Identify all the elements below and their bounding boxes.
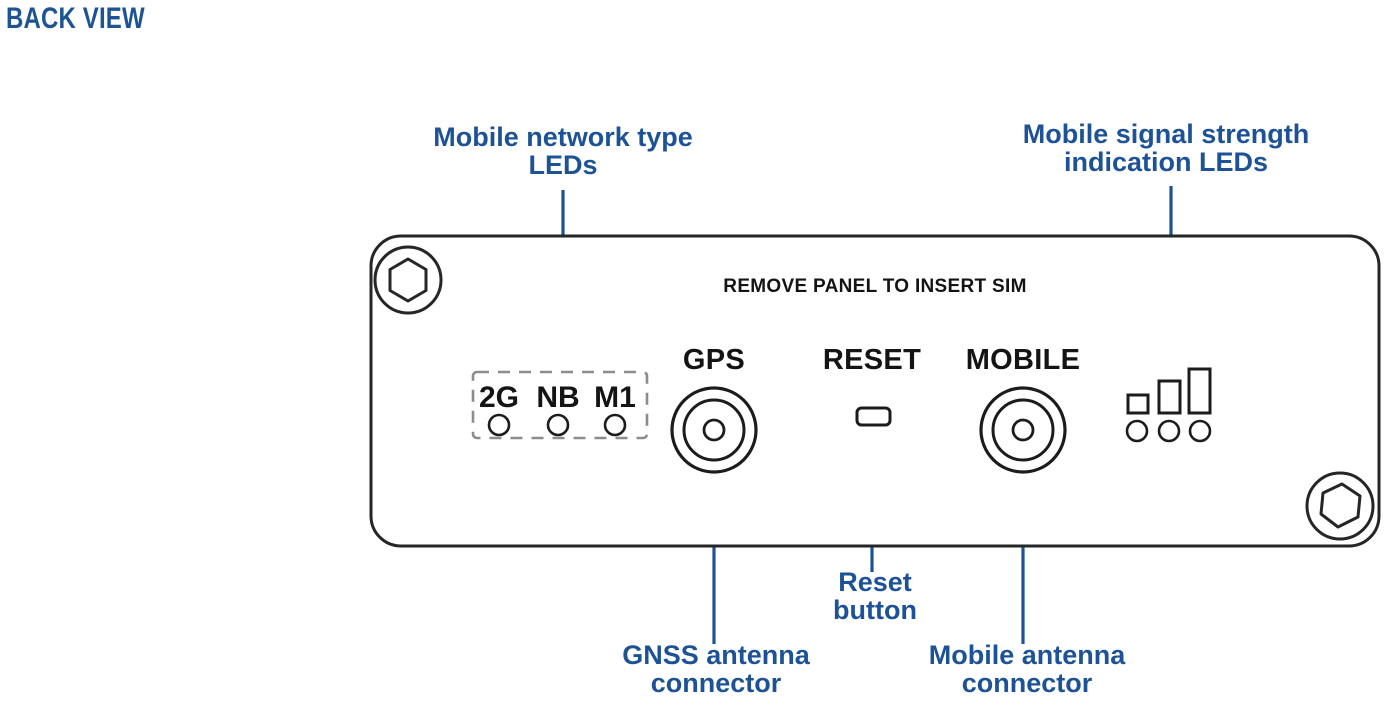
signal-led-3	[1188, 419, 1212, 443]
callout-reset-button: Reset button	[833, 567, 917, 625]
port-label-reset: RESET	[822, 344, 922, 376]
page-title: BACK VIEW	[6, 2, 145, 35]
callout-mobile-antenna-connector: Mobile antenna connector	[928, 640, 1126, 698]
port-label-gps: GPS	[682, 344, 746, 376]
led-group-dashed-border	[471, 370, 649, 440]
reset-button-body	[855, 406, 892, 427]
led-m1	[603, 413, 627, 437]
led-label-m1: M1	[594, 381, 636, 414]
connector-center-pin	[702, 418, 726, 442]
reset-button[interactable]	[855, 406, 892, 427]
port-label-mobile: MOBILE	[965, 344, 1081, 376]
gps-antenna-connector[interactable]	[670, 386, 758, 474]
hex-socket-icon	[1319, 482, 1362, 529]
callout-gnss-antenna-connector: GNSS antenna connector	[622, 640, 810, 698]
signal-bar-1	[1126, 393, 1150, 415]
led-nb	[546, 413, 570, 437]
led-label-nb: NB	[536, 381, 580, 414]
mobile-antenna-connector[interactable]	[979, 386, 1067, 474]
callout-mobile-network-type-leds: Mobile network type LEDs	[433, 122, 693, 180]
connector-center-pin	[1011, 418, 1035, 442]
led-label-2g: 2G	[478, 381, 520, 414]
network-type-led-group	[471, 370, 649, 440]
screw-bottom-right	[1305, 471, 1375, 541]
led-2g	[487, 413, 511, 437]
signal-strength-indicator	[1125, 367, 1212, 443]
panel-instruction-text: REMOVE PANEL TO INSERT SIM	[723, 276, 1027, 297]
screw-top-left	[373, 245, 443, 315]
device-panel-outline	[369, 234, 1381, 548]
signal-bar-3	[1187, 367, 1212, 415]
signal-led-1	[1125, 419, 1149, 443]
signal-bar-2	[1157, 379, 1182, 415]
hex-socket-icon	[388, 257, 428, 303]
signal-led-2	[1157, 419, 1181, 443]
callout-mobile-signal-strength-leds: Mobile signal strength indication LEDs	[1022, 119, 1310, 177]
